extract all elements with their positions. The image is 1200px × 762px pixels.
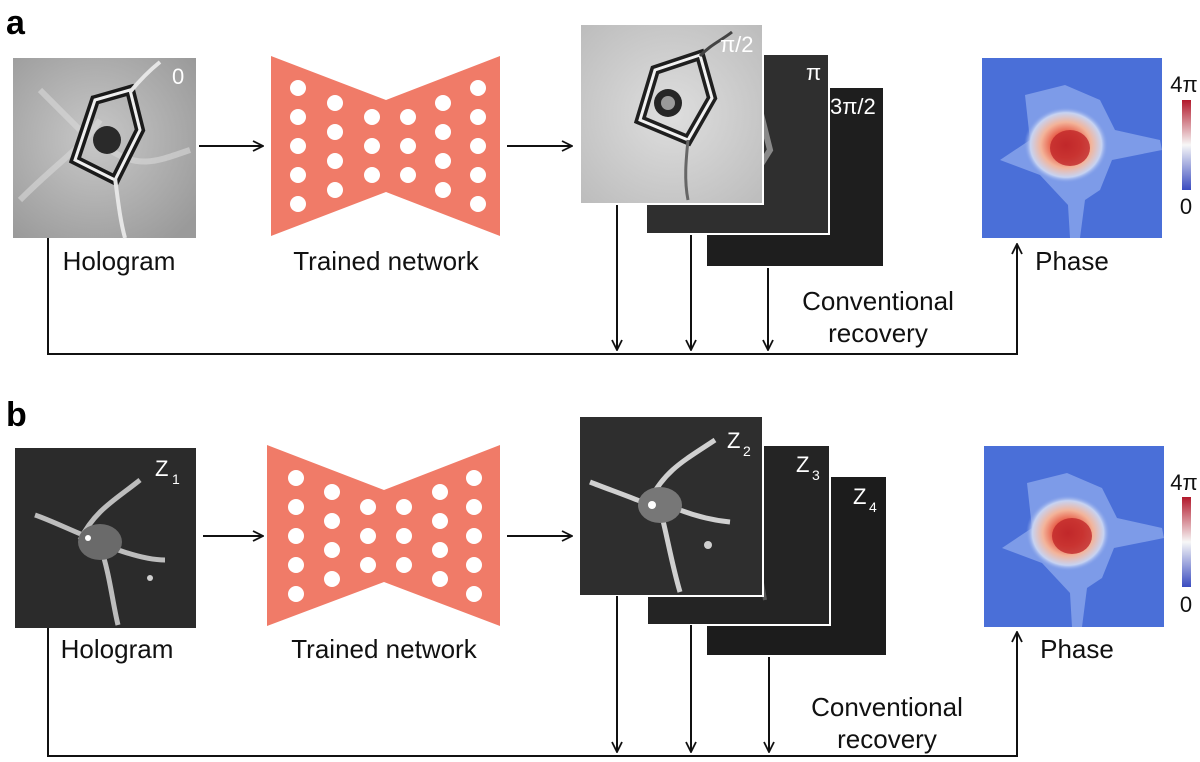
- recovery-label-line2-b: recovery: [837, 724, 937, 754]
- panel-letter-b: b: [6, 396, 27, 434]
- colorbar-max-b: 4π: [1170, 470, 1197, 495]
- phase-label-a: Phase: [1035, 246, 1109, 276]
- network-label-a: Trained network: [293, 246, 479, 276]
- phase-image-b: [984, 446, 1164, 627]
- colorbar-a: 4π 0: [1170, 72, 1197, 219]
- output-image-pi2: π/2: [579, 23, 764, 205]
- network-label-b: Trained network: [291, 634, 477, 664]
- trained-network-a: [271, 56, 500, 236]
- hologram-label-b: Hologram: [61, 634, 174, 664]
- output-tag-z3-sub: 3: [812, 467, 820, 483]
- output-tag-3pi2: 3π/2: [830, 94, 876, 119]
- output-image-z2: Z 2: [578, 415, 764, 597]
- connector-line-a: [47, 238, 1017, 355]
- output-tag-pi2: π/2: [720, 32, 754, 57]
- panel-b: b Z 1 Hologram Trained network: [6, 396, 1198, 757]
- phase-label-b: Phase: [1040, 634, 1114, 664]
- hologram-tag-b-base: Z: [155, 456, 168, 481]
- output-tag-z4-base: Z: [853, 484, 866, 509]
- hologram-image-b: Z 1: [15, 448, 196, 628]
- output-tag-z4-sub: 4: [869, 499, 877, 515]
- colorbar-max-a: 4π: [1170, 72, 1197, 97]
- connector-line-b: [47, 628, 1017, 757]
- output-tag-z2-base: Z: [727, 428, 740, 453]
- recovery-label-line1-b: Conventional: [811, 692, 963, 722]
- output-tag-z2-sub: 2: [743, 443, 751, 459]
- output-tag-pi: π: [806, 60, 821, 85]
- hologram-image-a: 0: [13, 58, 196, 239]
- hologram-tag-a: 0: [172, 64, 184, 89]
- output-tag-z3-base: Z: [796, 452, 809, 477]
- colorbar-min-b: 0: [1180, 592, 1192, 617]
- trained-network-b: [267, 445, 500, 626]
- recovery-label-line2-a: recovery: [828, 318, 928, 348]
- recovery-label-line1-a: Conventional: [802, 286, 954, 316]
- hologram-tag-b-sub: 1: [172, 471, 180, 487]
- phase-image-a: [982, 58, 1162, 238]
- colorbar-b: 4π 0: [1170, 470, 1197, 617]
- hologram-label-a: Hologram: [63, 246, 176, 276]
- colorbar-min-a: 0: [1180, 194, 1192, 219]
- panel-a: a 0 Hologram Traine: [6, 4, 1198, 355]
- panel-letter-a: a: [6, 4, 26, 42]
